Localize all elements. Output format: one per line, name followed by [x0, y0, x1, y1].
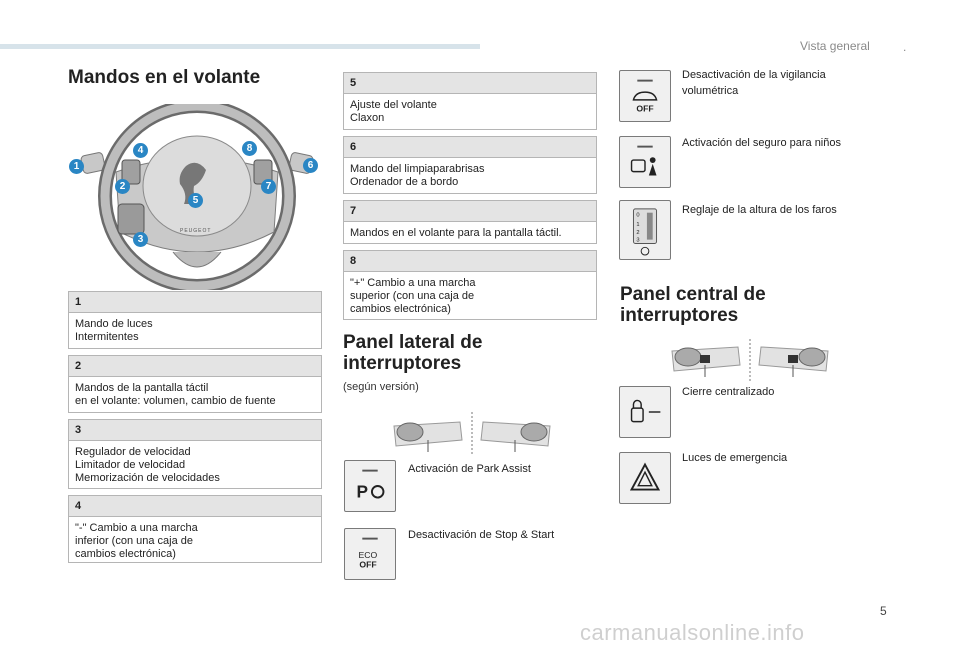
box-number: 4 [69, 496, 321, 517]
child-lock-icon [630, 145, 657, 176]
box-line: Memorización de velocidades [75, 472, 220, 484]
box-line: inferior (con una caja de [75, 535, 194, 547]
eco-text: ECO [358, 550, 377, 560]
stop-start-label: Desactivación de Stop & Start [408, 529, 555, 541]
box-line: Mandos en el volante para la pantalla tá… [350, 227, 562, 239]
marker-3: 3 [133, 232, 148, 247]
box-line: Intermitentes [75, 331, 139, 343]
info-box-7: 7 Mandos en el volante para la pantalla … [343, 200, 597, 244]
box-number: 1 [69, 292, 321, 313]
volumetric-alarm-label: Desactivación de la vigilancia volumétri… [682, 69, 826, 97]
box-number: 7 [344, 201, 596, 222]
box-number: 2 [69, 356, 321, 377]
hazard-warning-icon [629, 462, 661, 491]
park-assist-icon: P [357, 469, 385, 502]
side-panel-title: Panel lateral de interruptores [343, 332, 483, 374]
info-box-5: 5 Ajuste del volante Claxon [343, 72, 597, 130]
box-line: en el volante: volumen, cambio de fuente [75, 395, 276, 407]
info-box-8: 8 "+" Cambio a una marcha superior (con … [343, 250, 597, 320]
child-lock-switch[interactable] [619, 136, 671, 188]
box-line: "-" Cambio a una marcha [75, 522, 198, 534]
box-line: cambios electrónica) [350, 303, 451, 315]
headlamp-height-icon: 0 1 2 3 [632, 208, 658, 256]
box-line: Mando del limpiaparabrisas [350, 163, 485, 175]
section-name: Vista general [800, 39, 870, 53]
box-line: cambios electrónica) [75, 548, 176, 560]
park-assist-switch[interactable]: P [344, 460, 396, 512]
central-panel-location-diagram [668, 337, 833, 385]
child-lock-label: Activación del seguro para niños [682, 137, 841, 149]
box-line: Claxon [350, 112, 385, 124]
box-number: 8 [344, 251, 596, 272]
header-bar [0, 44, 480, 49]
central-locking-icon [630, 399, 661, 423]
header-dot: . [903, 40, 907, 54]
marker-2: 2 [115, 179, 130, 194]
marker-6: 6 [303, 158, 318, 173]
stop-start-switch[interactable]: ECO OFF [344, 528, 396, 580]
steering-title: Mandos en el volante [68, 67, 261, 88]
box-line: Mando de luces [75, 318, 153, 330]
off-text: OFF [359, 559, 376, 569]
park-letter: P [357, 482, 369, 502]
central-locking-label: Cierre centralizado [682, 386, 775, 398]
info-box-4: 4 "-" Cambio a una marcha inferior (con … [68, 495, 322, 563]
box-line: Mandos de la pantalla táctil [75, 382, 209, 394]
marker-1: 1 [69, 159, 84, 174]
box-number: 5 [344, 73, 596, 94]
dashboard-center-location-icon [671, 339, 829, 383]
info-box-2: 2 Mandos de la pantalla táctil en el vol… [68, 355, 322, 413]
hazard-warning-label: Luces de emergencia [682, 452, 788, 464]
box-line: Limitador de velocidad [75, 459, 186, 471]
box-line: superior (con una caja de [350, 290, 475, 302]
park-assist-label: Activación de Park Assist [408, 463, 531, 475]
box-number: 3 [69, 420, 321, 441]
box-line: Ordenador de a bordo [350, 176, 459, 188]
headlamp-height-control[interactable]: 0 1 2 3 [619, 200, 671, 260]
dashboard-location-icon [393, 412, 551, 456]
info-box-3: 3 Regulador de velocidad Limitador de ve… [68, 419, 322, 489]
level-1: 1 [636, 222, 639, 228]
marker-7: 7 [261, 179, 276, 194]
central-locking-switch[interactable] [619, 386, 671, 438]
volumetric-alarm-switch[interactable]: OFF [619, 70, 671, 122]
level-0: 0 [636, 213, 639, 219]
wheel-logo-text: PEUGEOT [180, 228, 212, 234]
volumetric-alarm-off-icon: OFF [632, 79, 658, 113]
marker-4: 4 [133, 143, 148, 158]
info-box-1: 1 Mando de luces Intermitentes [68, 291, 322, 349]
box-line: "+" Cambio a una marcha [350, 277, 476, 289]
info-box-6: 6 Mando del limpiaparabrisas Ordenador d… [343, 136, 597, 194]
box-line: Regulador de velocidad [75, 446, 191, 458]
box-line: Ajuste del volante [350, 99, 437, 111]
hazard-warning-switch[interactable] [619, 452, 671, 504]
page-number: 5 [880, 604, 887, 618]
level-3: 3 [636, 238, 639, 244]
marker-5: 5 [188, 193, 203, 208]
box-number: 6 [344, 137, 596, 158]
eco-off-icon: ECO OFF [358, 537, 378, 569]
level-2: 2 [636, 230, 639, 236]
alarm-off-text: OFF [636, 103, 653, 113]
central-panel-title: Panel central de interruptores [620, 284, 766, 326]
side-panel-location-diagram [390, 410, 555, 458]
steering-wheel-illustration: PEUGEOT 1 4 2 5 3 8 7 6 [69, 99, 318, 293]
version-note: (según versión) [343, 381, 419, 393]
marker-8: 8 [242, 141, 257, 156]
headlamp-height-label: Reglaje de la altura de los faros [682, 204, 837, 216]
watermark: carmanualsonline.info [580, 620, 805, 645]
